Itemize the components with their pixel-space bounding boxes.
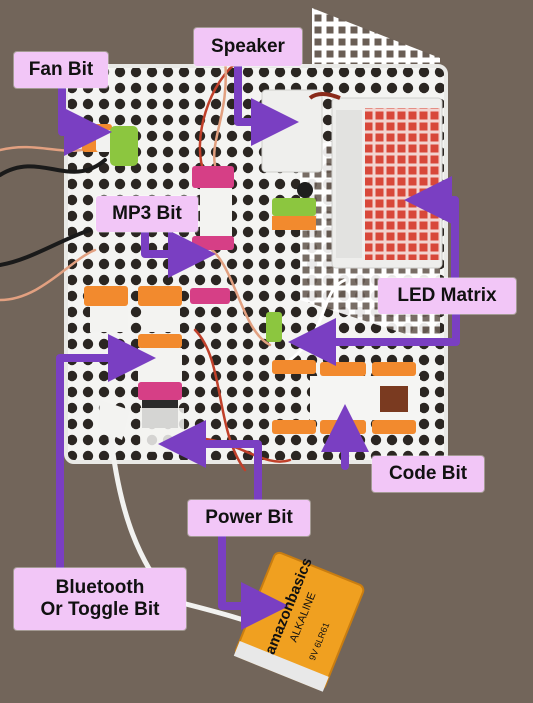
led-matrix-module xyxy=(331,97,443,269)
label-bluetooth-toggle-bit: Bluetooth Or Toggle Bit xyxy=(14,568,186,630)
label-code-bit: Code Bit xyxy=(372,456,484,492)
label-mp3-bit: MP3 Bit xyxy=(96,196,198,232)
label-fan-bit: Fan Bit xyxy=(14,52,108,88)
label-power-bit: Power Bit xyxy=(188,500,310,536)
callout-arrows xyxy=(56,62,460,630)
label-speaker: Speaker xyxy=(194,28,302,66)
label-led-matrix: LED Matrix xyxy=(378,278,516,314)
bit-modules xyxy=(84,166,420,452)
